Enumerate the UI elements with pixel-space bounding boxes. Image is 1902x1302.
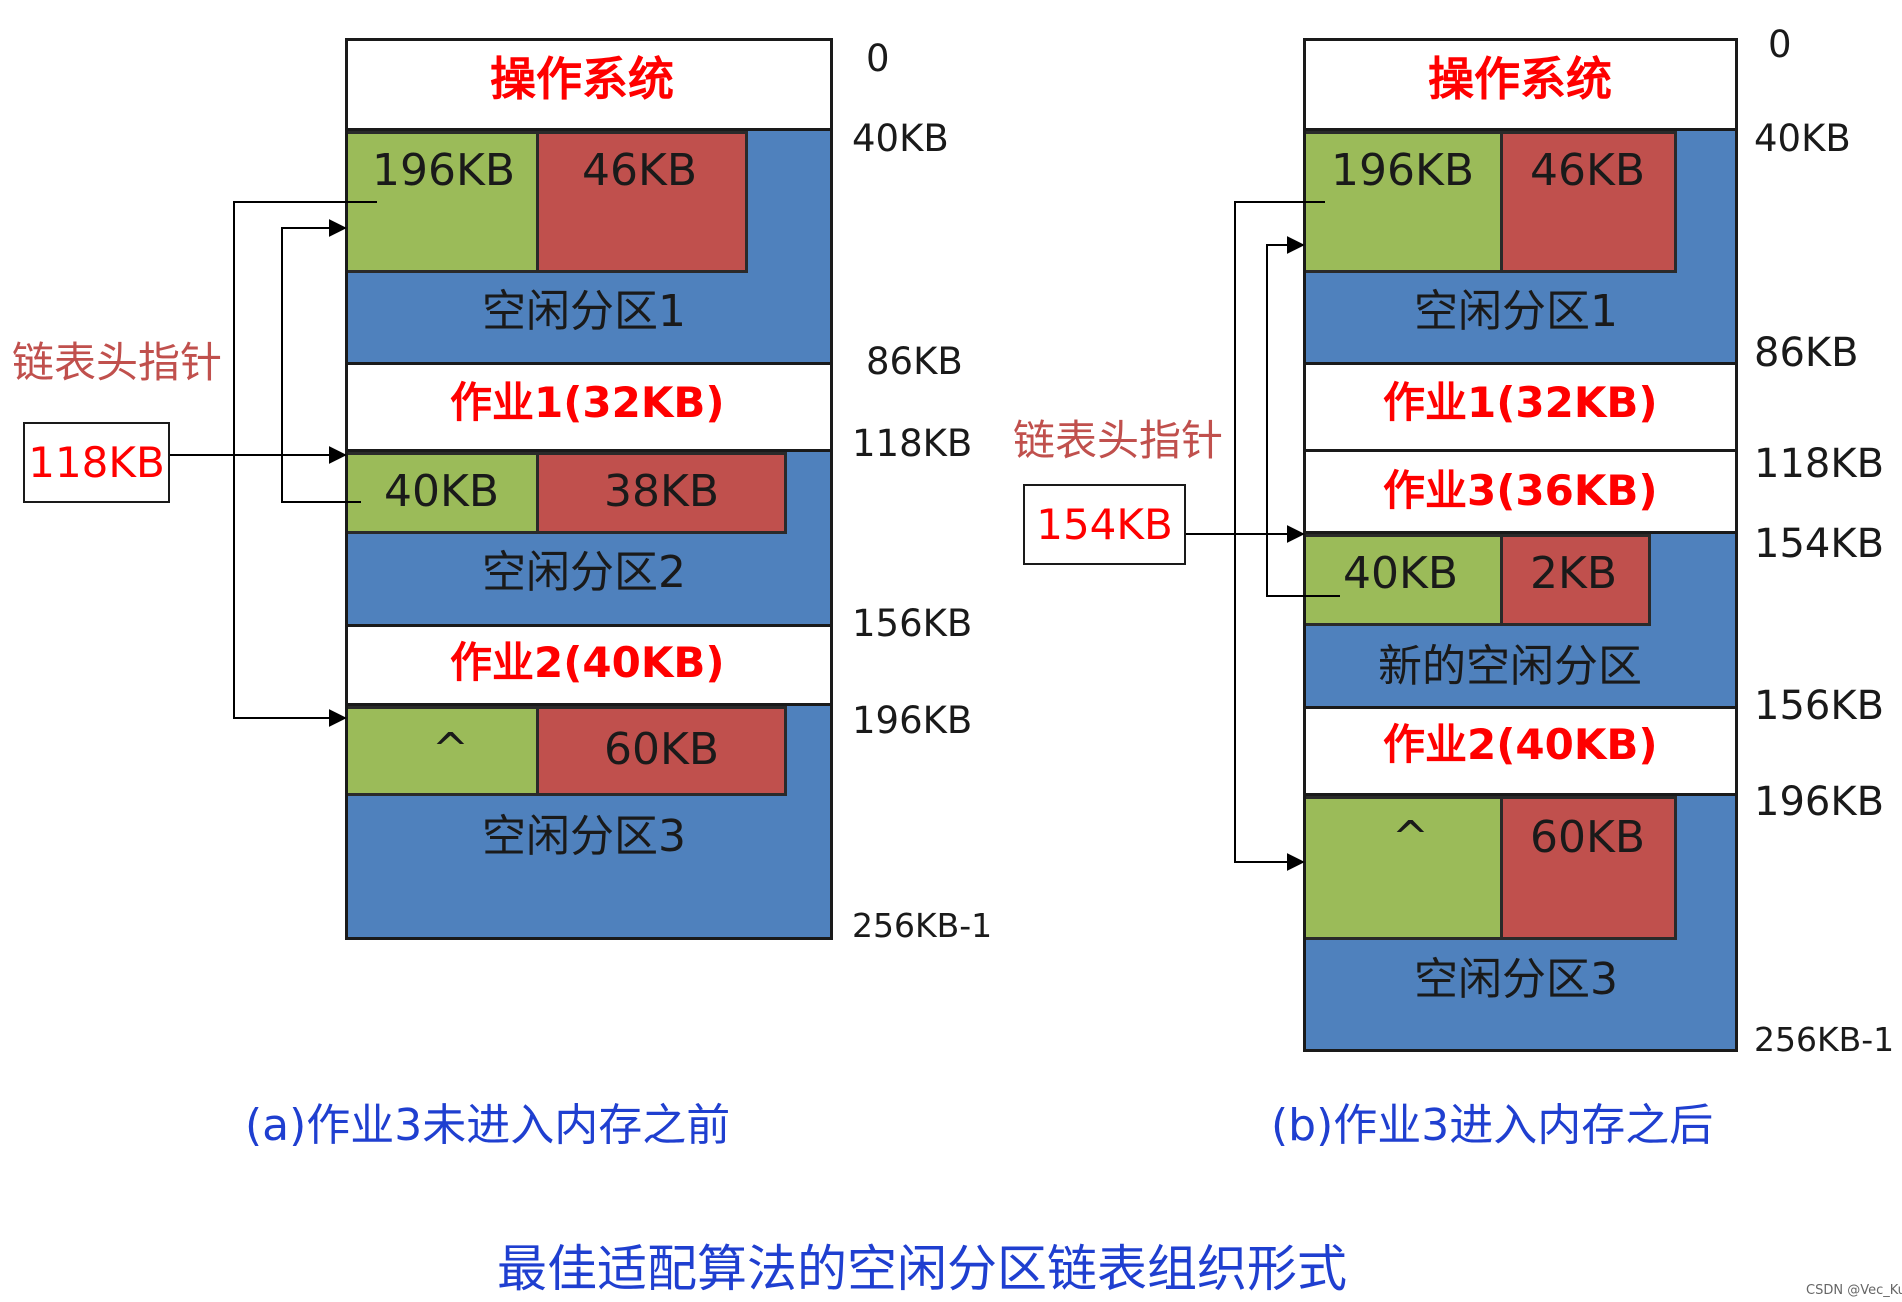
os-region-a — [347, 40, 831, 131]
addr-b-5: 156KB — [1754, 683, 1885, 729]
block3-next-a: ^ — [432, 724, 469, 775]
size-cell-2-a — [539, 452, 787, 534]
arrow-a-block1-to-block3 — [233, 201, 377, 727]
block2-next-a: 40KB — [384, 466, 500, 517]
job2-region-a — [347, 624, 831, 706]
block1-size-b: 46KB — [1530, 145, 1646, 196]
caption-b: (b)作业3进入内存之后 — [1271, 1100, 1714, 1151]
head-pointer-box-b: 154KB — [1023, 484, 1186, 565]
memory-frame-b — [1303, 38, 1738, 1052]
os-region-b — [1305, 40, 1736, 131]
addr-b-7: 256KB-1 — [1754, 1020, 1895, 1059]
addr-b-3: 118KB — [1754, 441, 1885, 487]
addr-b-2: 86KB — [1754, 330, 1859, 376]
block1-next-a: 196KB — [372, 145, 516, 196]
free1-label-a: 空闲分区1 — [482, 286, 686, 337]
block2-next-b: 40KB — [1343, 548, 1459, 599]
job2-label-b: 作业2(40KB) — [1383, 720, 1658, 769]
arrow-b-block2-to-block1 — [1266, 236, 1340, 597]
block2-size-b: 2KB — [1530, 548, 1618, 599]
pointer-cell-3-b — [1305, 796, 1503, 940]
addr-a-4: 156KB — [852, 602, 973, 645]
os-label-b: 操作系统 — [1428, 52, 1612, 106]
job3-label-b: 作业3(36KB) — [1383, 466, 1658, 515]
addr-a-5: 196KB — [852, 699, 973, 742]
addr-b-0: 0 — [1768, 23, 1792, 66]
addr-b-6: 196KB — [1754, 779, 1885, 825]
memory-frame-a — [345, 38, 833, 940]
size-cell-1-a — [539, 131, 748, 273]
job2-region-b — [1305, 706, 1736, 796]
job3-region-b — [1305, 452, 1736, 534]
addr-b-4: 154KB — [1754, 521, 1885, 567]
block3-size-b: 60KB — [1530, 812, 1646, 863]
size-cell-2-b — [1503, 534, 1651, 626]
block3-next-b: ^ — [1392, 812, 1429, 863]
diagram-title: 最佳适配算法的空闲分区链表组织形式 — [497, 1240, 1347, 1298]
addr-a-6: 256KB-1 — [852, 906, 993, 945]
job1-label-b: 作业1(32KB) — [1383, 378, 1658, 427]
free2-label-a: 空闲分区2 — [482, 547, 686, 598]
caption-a: (a)作业3未进入内存之前 — [245, 1100, 731, 1151]
size-cell-1-b — [1503, 131, 1677, 273]
arrow-b-block1-to-block3 — [1234, 201, 1325, 871]
addr-a-3: 118KB — [852, 422, 973, 465]
block2-size-a: 38KB — [604, 466, 720, 517]
addr-a-0: 0 — [866, 37, 890, 80]
addr-a-1: 40KB — [852, 117, 949, 160]
pointer-cell-2-a — [347, 452, 539, 534]
block1-next-b: 196KB — [1331, 145, 1475, 196]
os-label-a: 操作系统 — [490, 52, 674, 106]
block3-size-a: 60KB — [604, 724, 720, 775]
size-cell-3-a — [539, 706, 787, 796]
head-pointer-box-a: 118KB — [23, 422, 170, 503]
head-pointer-label-a: 链表头指针 — [12, 338, 223, 387]
free1-label-b: 空闲分区1 — [1414, 286, 1618, 337]
pointer-cell-2-b — [1305, 534, 1503, 626]
job1-region-b — [1305, 362, 1736, 452]
block1-size-a: 46KB — [582, 145, 698, 196]
watermark: CSDN @Vec_Kun — [1806, 1283, 1902, 1298]
size-cell-3-b — [1503, 796, 1677, 940]
job1-region-a — [347, 362, 831, 452]
pointer-cell-3-a — [347, 706, 539, 796]
addr-a-2: 86KB — [866, 340, 963, 383]
pointer-cell-1-a — [347, 131, 539, 273]
head-pointer-label-b: 链表头指针 — [1013, 416, 1224, 465]
arrow-a-block2-to-block1 — [281, 219, 361, 503]
pointer-cell-1-b — [1305, 131, 1503, 273]
free3-label-a: 空闲分区3 — [482, 811, 686, 862]
job1-label-a: 作业1(32KB) — [450, 378, 725, 427]
job2-label-a: 作业2(40KB) — [450, 638, 725, 687]
addr-b-1: 40KB — [1754, 117, 1851, 160]
free3-label-b: 空闲分区3 — [1414, 954, 1618, 1005]
new-free-label-b: 新的空闲分区 — [1378, 641, 1642, 692]
